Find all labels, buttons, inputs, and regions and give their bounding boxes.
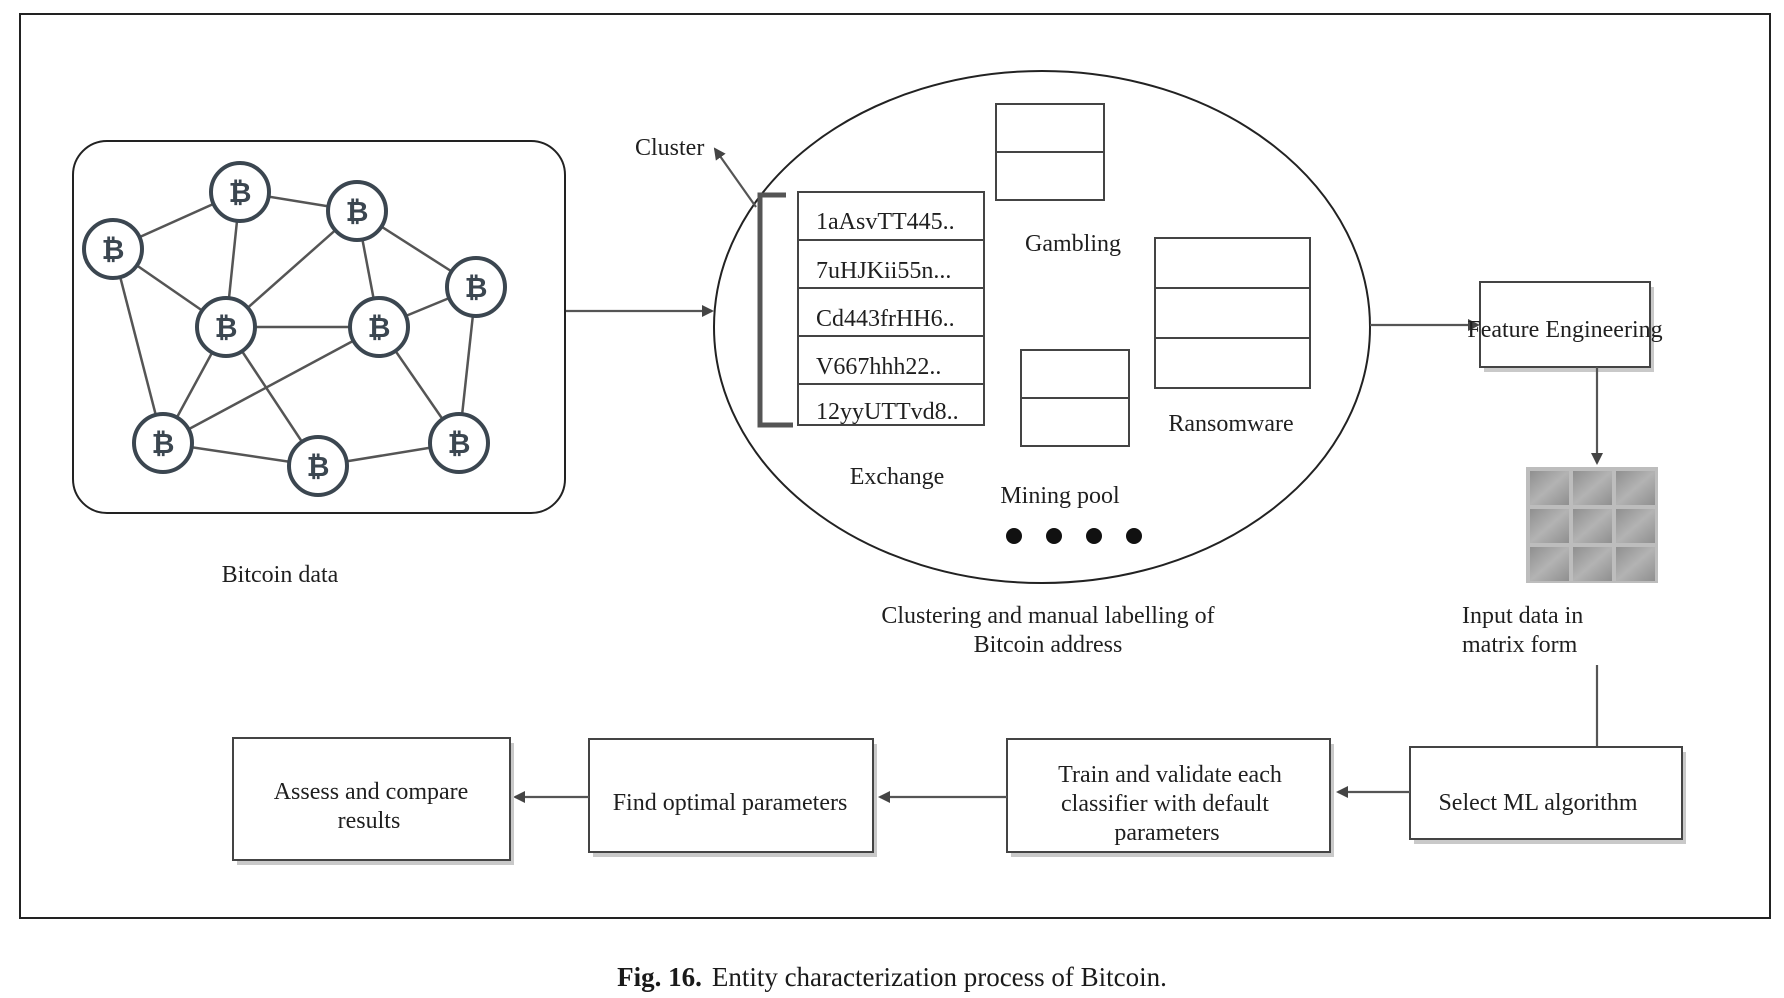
assess-compare-box (232, 737, 511, 861)
svg-text:₿: ₿ (307, 450, 330, 483)
bitcoin-icon: ₿ (82, 218, 144, 280)
train-validate-label: classifier with default (1061, 791, 1269, 817)
feature-engineering-box (1479, 281, 1651, 368)
gambling-label: Gambling (1025, 231, 1121, 257)
exchange-label: Exchange (850, 464, 945, 490)
address-table: 1aAsvTT445.. 7uHJKii55n... Cd443frHH6.. … (797, 191, 985, 426)
svg-text:₿: ₿ (152, 427, 175, 460)
gambling-table (995, 103, 1105, 201)
cluster-pointer-arrow (713, 147, 757, 208)
outer-frame (19, 13, 1771, 919)
bitcoin-icon: ₿ (195, 296, 257, 358)
train-validate-label: Train and validate each (1058, 762, 1282, 788)
assess-compare-label: results (338, 808, 401, 834)
clustering-caption: Clustering and manual labelling of (881, 603, 1214, 629)
matrix-grid-icon (1526, 467, 1658, 583)
svg-text:₿: ₿ (448, 427, 471, 460)
more-categories-dots (1006, 528, 1142, 544)
bitcoin-icon: ₿ (209, 161, 271, 223)
svg-text:₿: ₿ (229, 176, 252, 209)
matrix-label: Input data in (1462, 603, 1583, 629)
address-item: Cd443frHH6.. (816, 306, 955, 332)
address-item: 1aAsvTT445.. (816, 209, 955, 235)
mining-pool-table (1020, 349, 1130, 447)
address-item: V667hhh22.. (816, 354, 941, 380)
find-optimal-box (588, 738, 874, 853)
mining-pool-label: Mining pool (1000, 483, 1120, 509)
network-edge (162, 325, 380, 445)
bitcoin-network-nodes: ₿ ₿ ₿ ₿ ₿ ₿ ₿ ₿ ₿ (82, 161, 507, 497)
figure-number: Fig. 16. (617, 962, 702, 992)
select-ml-box (1409, 746, 1683, 840)
svg-text:₿: ₿ (465, 271, 488, 304)
train-validate-label: parameters (1114, 820, 1219, 846)
select-ml-label: Select ML algorithm (1438, 790, 1637, 816)
ransomware-table (1154, 237, 1311, 389)
bitcoin-icon: ₿ (287, 435, 349, 497)
figure-caption: Fig. 16. Entity characterization process … (0, 962, 1784, 993)
bitcoin-icon: ₿ (428, 412, 490, 474)
find-optimal-label: Find optimal parameters (613, 790, 848, 816)
address-item: 7uHJKii55n... (816, 258, 951, 284)
network-edge (111, 248, 165, 444)
address-item: 12yyUTTvd8.. (816, 399, 959, 425)
assess-compare-label: Assess and compare (274, 779, 469, 805)
svg-text:₿: ₿ (215, 311, 238, 344)
figure-caption-text: Entity characterization process of Bitco… (711, 962, 1167, 992)
feature-engineering-label: Feature Engineering (1467, 317, 1662, 343)
bitcoin-icon: ₿ (445, 256, 507, 318)
bitcoin-icon: ₿ (132, 412, 194, 474)
train-validate-box (1006, 738, 1331, 853)
cluster-label: Cluster (635, 135, 704, 161)
bitcoin-icon: ₿ (326, 180, 388, 242)
bitcoin-icon: ₿ (348, 296, 410, 358)
ransomware-label: Ransomware (1168, 411, 1293, 437)
svg-text:₿: ₿ (368, 311, 391, 344)
clustering-caption: Bitcoin address (974, 632, 1123, 658)
bitcoin-data-label: Bitcoin data (222, 562, 339, 588)
svg-text:₿: ₿ (346, 195, 369, 228)
cluster-bracket (757, 192, 793, 428)
matrix-label: matrix form (1462, 632, 1578, 658)
svg-text:₿: ₿ (102, 233, 125, 266)
